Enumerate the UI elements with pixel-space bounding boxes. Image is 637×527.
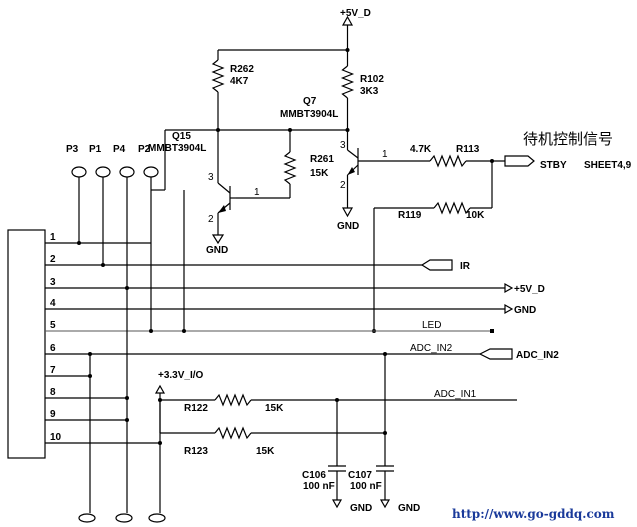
q15-part: MMBT3904L [148,143,206,154]
resistor-r102: R102 3K3 [340,50,384,130]
bottom-pad-1 [78,513,96,523]
q15-ref: Q15 [172,131,191,142]
connector-pin-3: 3 [50,277,56,288]
c107-value: 100 nF [350,481,382,492]
resistor-r261: R261 15K [236,130,334,199]
vcc5-supply: +5V_D [340,8,371,50]
vcc5-port-label: +5V_D [514,284,545,295]
q7-pin-collector: 3 [340,140,346,151]
capacitor-c106: C106 100 nF GND [302,400,372,514]
gnd-label-q7: GND [337,221,359,232]
bottom-pad-2 [115,513,133,523]
adc-in2-net-label: ADC_IN2 [410,343,453,354]
connector-pin-2: 2 [50,254,56,265]
ir-port-label: IR [460,261,471,272]
resistor-r113: 4.7K R113 [410,144,505,168]
website-watermark: http://www.go-gddq.com [452,507,615,521]
r261-value: 15K [310,168,329,179]
connector-pin-4: 4 [50,298,56,309]
vcc33-label: +3.3V_I/O [158,370,204,381]
stby-label: STBY [540,160,567,171]
gnd-label-c107: GND [398,503,420,514]
q15-pin-emitter: 2 [208,214,214,225]
gnd-label-c106: GND [350,503,372,514]
connector-pin-9: 9 [50,409,56,420]
resistor-r122: R122 15K [184,393,517,414]
r123-value: 15K [256,446,275,457]
sheet-label: SHEET4,9 [584,160,632,171]
vcc5-label: +5V_D [340,8,371,19]
connector-pin-7: 7 [50,365,56,376]
connector-pin-1: 1 [50,232,56,243]
r122-ref: R122 [184,403,208,414]
transistor-q7: 3 1 2 [340,130,430,208]
resistor-r262: R262 4K7 [211,50,254,130]
c106-ref: C106 [302,470,326,481]
q15-pin-base: 1 [254,187,260,198]
stby-port: STBY SHEET4,9 [504,155,632,171]
connector-pin-6: 6 [50,343,56,354]
r262-value: 4K7 [230,76,249,87]
test-points: P3 P1 P4 P2 [66,144,159,178]
connector-pin-8: 8 [50,387,56,398]
r122-value: 15K [265,403,284,414]
r113-value: 4.7K [410,144,432,155]
q7-pin-emitter: 2 [340,180,346,191]
q7-part: MMBT3904L [280,109,338,120]
r261-ref: R261 [310,154,334,165]
r113-ref: R113 [456,144,480,155]
r262-ref: R262 [230,64,254,75]
bottom-pad-3 [148,513,166,523]
r123-ref: R123 [184,446,208,457]
test-point-p1: P1 [89,144,102,155]
c107-ref: C107 [348,470,372,481]
r119-value: 10K [466,210,485,221]
standby-note: 待机控制信号 [523,130,613,148]
test-point-p3: P3 [66,144,79,155]
connector [7,229,46,459]
adc-in1-net-label: ADC_IN1 [434,389,477,400]
connector-pin-5: 5 [50,320,56,331]
r119-ref: R119 [398,210,422,221]
resistor-r119: R119 10K [374,201,492,221]
q15-pin-collector: 3 [208,172,214,183]
gnd-port-label: GND [514,305,536,316]
resistor-r123: R123 15K [184,426,385,457]
connector-pin-10: 10 [50,432,62,443]
vcc33-supply: +3.3V_I/O [154,370,204,400]
transistor-q15: 3 1 2 [208,130,260,235]
q7-pin-base: 1 [382,149,388,160]
gnd-symbol-q7: GND [337,207,359,232]
adc-in2-port-label: ADC_IN2 [516,350,559,361]
q7-ref: Q7 [303,96,317,107]
capacitor-c107: C107 100 nF GND [348,465,420,514]
r102-value: 3K3 [360,86,379,97]
led-net-label: LED [422,320,441,331]
test-point-p4: P4 [113,144,126,155]
test-point-p2: P2 [138,144,151,155]
r102-ref: R102 [360,74,384,85]
c106-value: 100 nF [303,481,335,492]
gnd-symbol-q15: GND [206,234,228,256]
gnd-label-q15: GND [206,245,228,256]
